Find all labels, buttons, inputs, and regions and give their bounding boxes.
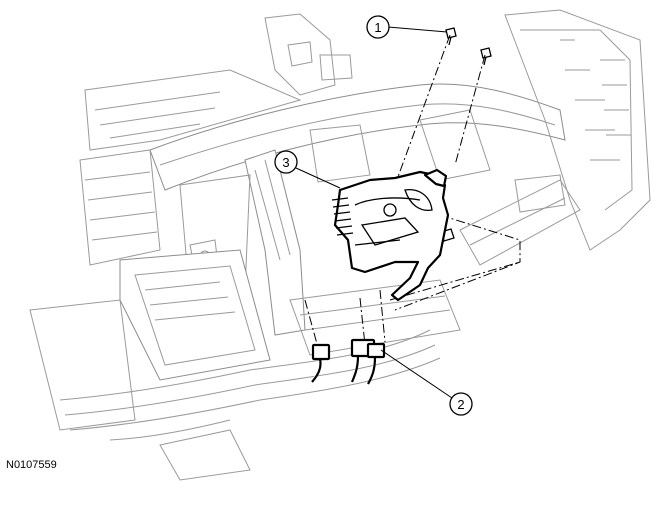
callout-1-label: 1 [374,20,381,35]
callout-1: 1 [366,15,390,39]
callout-2: 2 [449,392,473,416]
figure-id: N0107559 [6,459,57,471]
background-structure [29,9,651,481]
callout-3-label: 3 [282,155,289,170]
callout-leaders [295,26,453,399]
callout-3: 3 [274,150,298,174]
harness-connectors [311,338,386,385]
module-assembly [331,168,450,302]
callout-2-label: 2 [457,397,464,412]
